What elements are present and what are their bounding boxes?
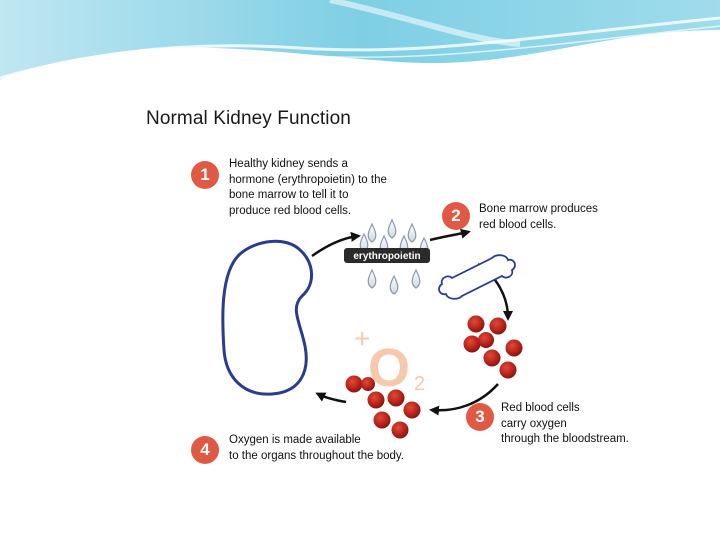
step-2-text: Bone marrow produces red blood cells. <box>479 202 598 233</box>
step-3-text: Red blood cells carry oxygen through the… <box>501 401 629 448</box>
step-1-badge: 1 <box>191 161 219 189</box>
svg-text:2: 2 <box>414 373 425 395</box>
step-1-text: Healthy kidney sends a hormone (erythrop… <box>229 157 387 219</box>
step-4-text: Oxygen is made available to the organs t… <box>229 433 404 464</box>
arrow-oxygen-to-kidney <box>318 394 346 402</box>
step-3-badge: 3 <box>466 403 494 431</box>
kidney-icon <box>223 241 312 394</box>
red-blood-cells-marrow <box>464 316 523 379</box>
svg-text:O: O <box>368 338 410 398</box>
step-4-badge: 4 <box>191 436 219 464</box>
erythropoietin-label: erythropoietin <box>353 251 420 262</box>
arrow-epo-to-bone <box>430 232 468 240</box>
step-2-badge: 2 <box>442 202 470 230</box>
